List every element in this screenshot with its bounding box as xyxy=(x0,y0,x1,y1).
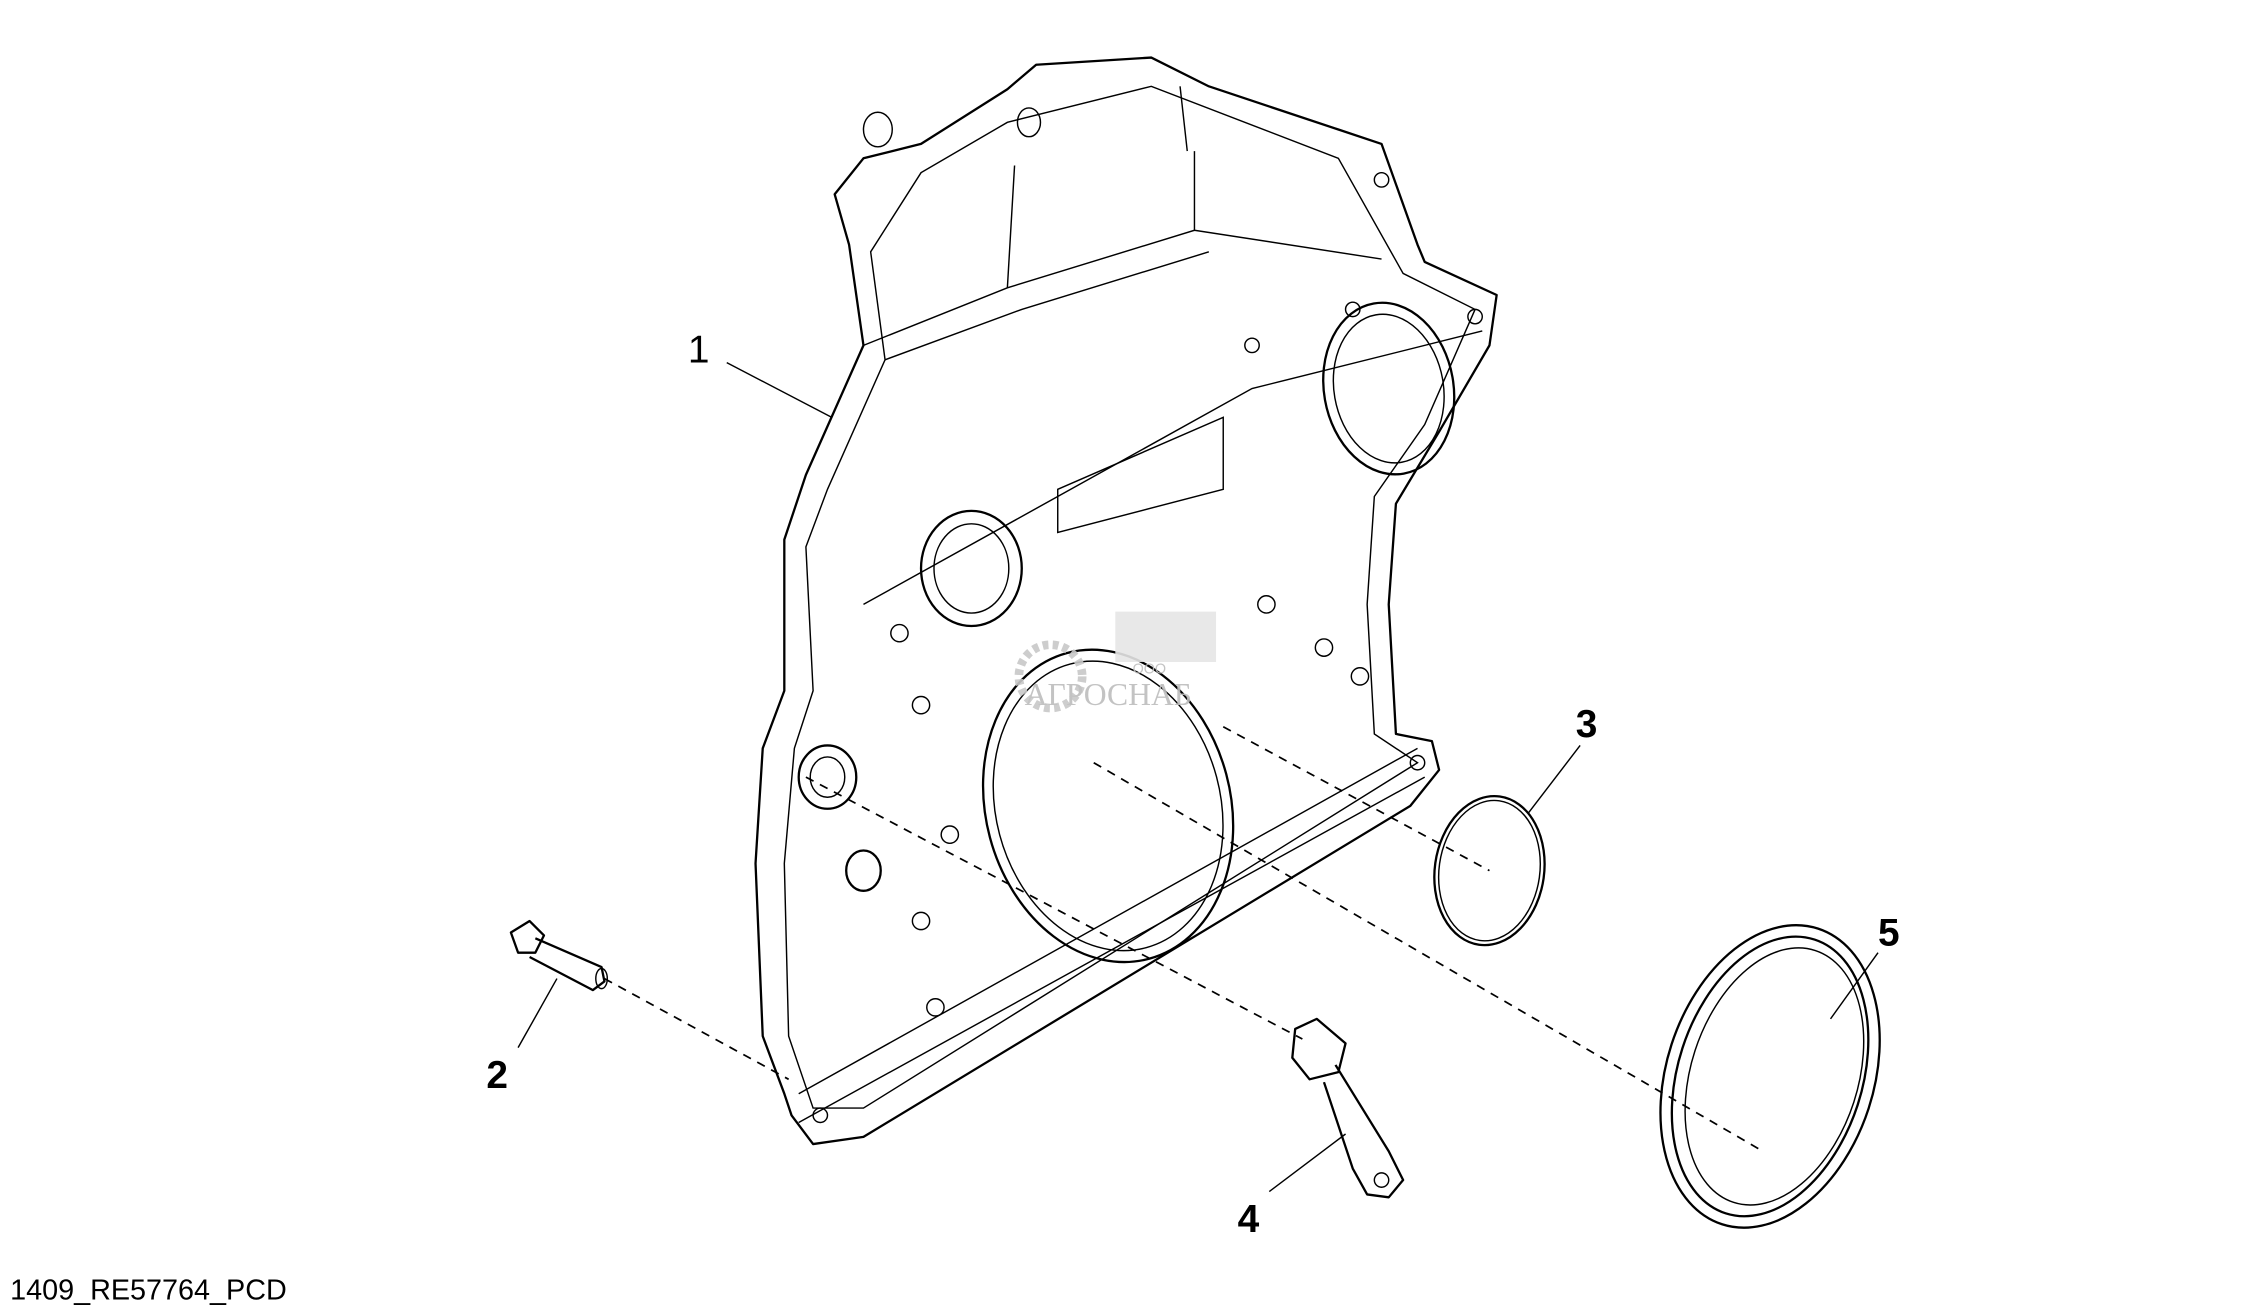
assembly-line-5 xyxy=(1093,761,1764,1153)
callout-3: 3 xyxy=(1576,703,1598,746)
assembly-line-4 xyxy=(805,776,1303,1040)
callout-4: 4 xyxy=(1238,1198,1260,1241)
bolt-holes xyxy=(812,171,1483,1124)
bolt-part xyxy=(509,919,609,992)
o-ring-part xyxy=(1433,794,1546,947)
diagram-caption: 1409_RE57764_PCD xyxy=(10,1274,287,1306)
leader-line-4 xyxy=(1268,1133,1346,1193)
callout-1: 1 xyxy=(688,329,710,372)
callout-2: 2 xyxy=(486,1054,508,1097)
watermark-name: АГРОСНАБ xyxy=(1025,677,1192,712)
leader-line-2 xyxy=(517,978,558,1049)
leader-line-3 xyxy=(1527,745,1581,814)
timing-cover-plate xyxy=(754,56,1498,1146)
assembly-line-2 xyxy=(604,977,790,1081)
callout-5: 5 xyxy=(1878,911,1900,954)
seal-part xyxy=(1659,924,1881,1229)
leader-line-1 xyxy=(726,362,833,418)
watermark-prefix: ООО xyxy=(1133,661,1167,677)
watermark-logo: ООО АГРОСНАБ xyxy=(1014,611,1217,713)
assembly-line-3 xyxy=(1222,725,1490,872)
plug-part xyxy=(1291,1017,1405,1199)
leader-line-5 xyxy=(1829,952,1879,1020)
